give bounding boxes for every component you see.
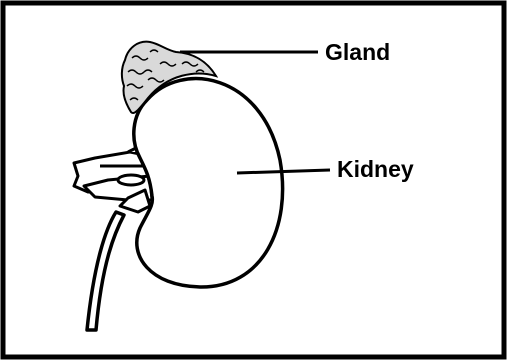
gland-label: Gland — [325, 39, 390, 65]
kidney-label: Kidney — [337, 156, 414, 182]
ureter — [87, 212, 124, 330]
kidney-shape — [134, 79, 283, 287]
